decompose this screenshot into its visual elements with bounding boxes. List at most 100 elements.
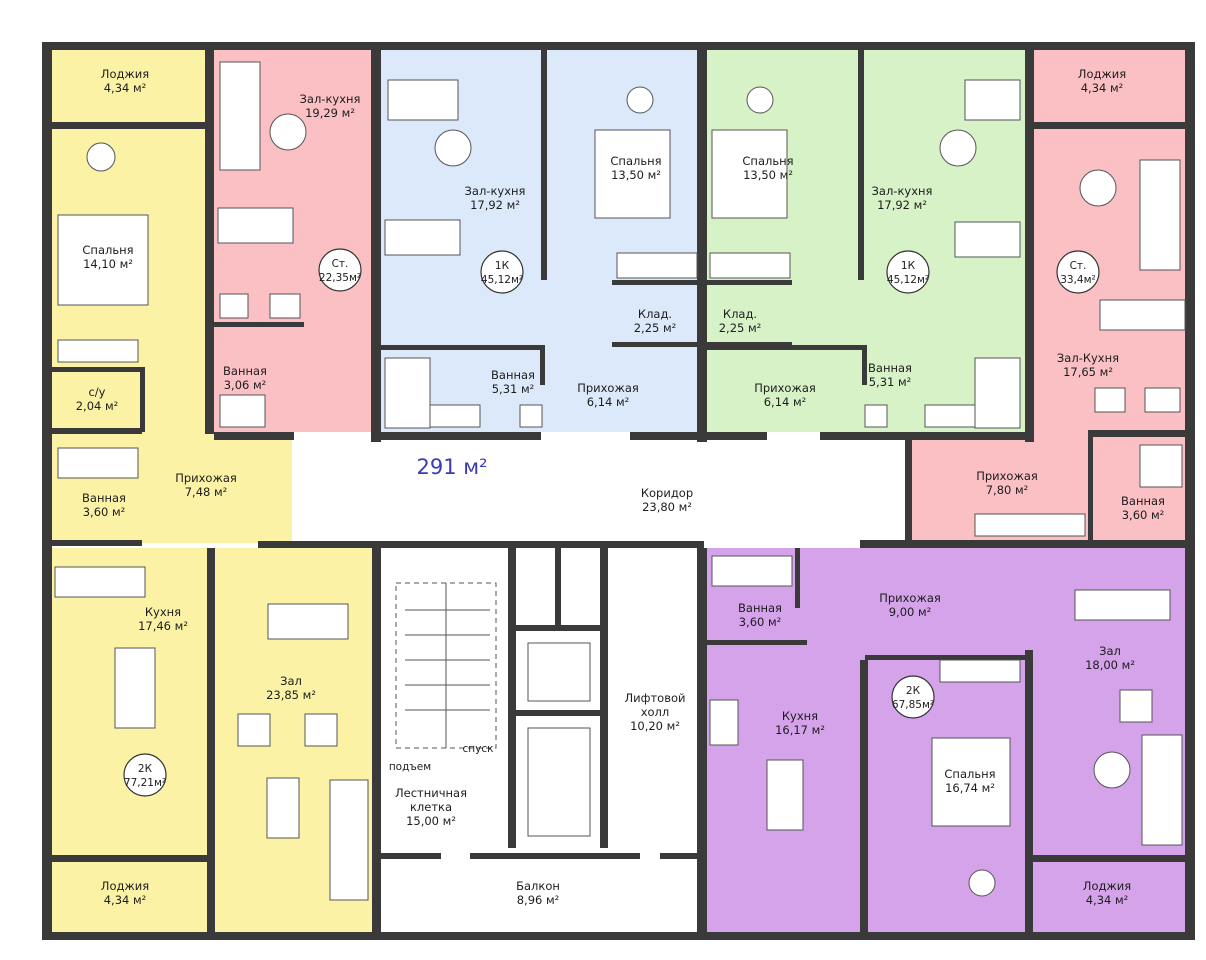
room-name: Зал xyxy=(280,674,302,688)
room-klad-blue: Клад.2,25 м² xyxy=(634,307,677,335)
room-name: Ванная xyxy=(1121,494,1165,508)
room-name: Спальня xyxy=(82,243,133,257)
total-area-label: 291 м² xyxy=(416,455,487,479)
room-area: 6,14 м² xyxy=(764,395,807,409)
corridor-floor xyxy=(292,432,905,544)
badge-area: 45,12м² xyxy=(481,274,523,286)
furniture xyxy=(54,61,1186,901)
badge-circle xyxy=(123,753,167,797)
room-area: 5,31 м² xyxy=(492,382,535,396)
room-area: 4,34 м² xyxy=(104,81,147,95)
badge-area: 45,12м² xyxy=(887,274,929,286)
room-area: 16,74 м² xyxy=(945,781,995,795)
room-area: 14,10 м² xyxy=(83,257,133,271)
badge-type: 1К xyxy=(901,260,916,272)
room-name: Ванная xyxy=(738,601,782,615)
room-name: Ванная xyxy=(223,364,267,378)
stair-down-label: спуск xyxy=(463,743,494,755)
room-name: Лоджия xyxy=(1083,879,1131,893)
apartment-badge: 1К 45,12м² xyxy=(480,250,524,294)
room-area: 23,85 м² xyxy=(266,688,316,702)
room-area: 17,92 м² xyxy=(877,198,927,212)
room-area: 2,04 м² xyxy=(76,399,119,413)
room-name: Лифтовой xyxy=(625,691,686,705)
room-su-yellow: с/у2,04 м² xyxy=(76,385,119,413)
apartment-badge: Ст.22,35м² xyxy=(318,248,362,292)
room-area: 3,60 м² xyxy=(1122,508,1165,522)
room-area: 18,00 м² xyxy=(1085,658,1135,672)
room-area: 4,34 м² xyxy=(104,893,147,907)
room-area: 4,34 м² xyxy=(1086,893,1129,907)
badge-area: 77,21м² xyxy=(124,777,166,789)
room-area: 17,65 м² xyxy=(1063,365,1113,379)
room-area: 16,17 м² xyxy=(775,723,825,737)
room-area: 2,25 м² xyxy=(634,321,677,335)
room-name: Зал-кухня xyxy=(465,184,526,198)
room-area: 13,50 м² xyxy=(743,168,793,182)
room-area: 13,50 м² xyxy=(611,168,661,182)
room-area: 2,25 м² xyxy=(719,321,762,335)
room-name: Коридор xyxy=(641,486,693,500)
room-area: 7,48 м² xyxy=(185,485,228,499)
room-name: Клад. xyxy=(638,307,672,321)
room-name: Зал-кухня xyxy=(872,184,933,198)
badge-type: Ст. xyxy=(332,258,349,270)
room-name: Ванная xyxy=(491,368,535,382)
room-name: Спальня xyxy=(944,767,995,781)
badge-type: Ст. xyxy=(1070,260,1087,272)
room-area: 19,29 м² xyxy=(305,106,355,120)
room-name: Прихожая xyxy=(175,471,237,485)
room-area: 9,00 м² xyxy=(889,605,932,619)
room-name: Прихожая xyxy=(577,381,639,395)
room-name: Зал xyxy=(1099,644,1121,658)
apartment-badge: Ст.33,4м² xyxy=(1056,250,1100,294)
room-name: Кухня xyxy=(145,605,181,619)
room-name: Лоджия xyxy=(101,67,149,81)
room-name: холл xyxy=(641,705,670,719)
badge-circle xyxy=(1056,250,1100,294)
room-area: 5,31 м² xyxy=(869,375,912,389)
zone-pink-right-top xyxy=(1030,48,1185,128)
room-name: Спальня xyxy=(742,154,793,168)
badge-circle xyxy=(886,250,930,294)
room-name: клетка xyxy=(410,800,452,814)
room-name: с/у xyxy=(88,385,105,399)
room-area: 8,96 м² xyxy=(517,893,560,907)
badge-type: 2К xyxy=(906,685,921,697)
room-name: Прихожая xyxy=(976,469,1038,483)
room-area: 4,34 м² xyxy=(1081,81,1124,95)
room-name: Лоджия xyxy=(101,879,149,893)
badge-type: 1К xyxy=(495,260,510,272)
room-area: 3,60 м² xyxy=(83,505,126,519)
room-area: 3,60 м² xyxy=(739,615,782,629)
